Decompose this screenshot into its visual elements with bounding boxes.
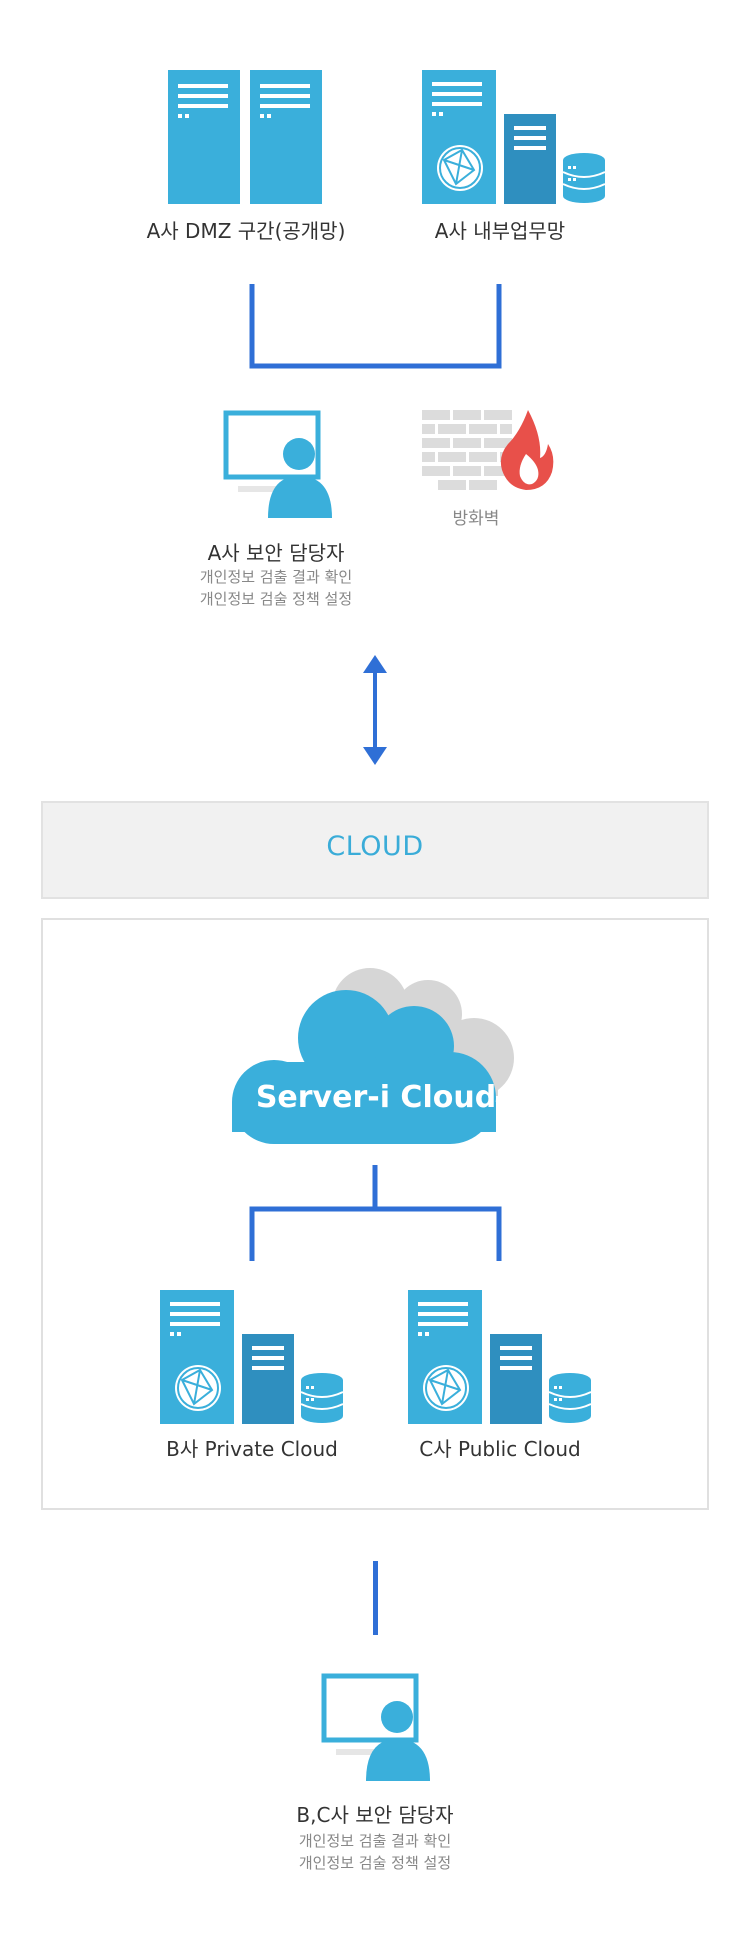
public-cloud-label: C사 Public Cloud [419,1437,581,1461]
network-connector-line [249,284,503,370]
a-admin-line1: 개인정보 검출 결과 확인 [199,568,353,586]
bc-admin-title: B,C사 보안 담당자 [296,1803,454,1827]
private-cloud-label: B사 Private Cloud [166,1437,338,1461]
bc-security-admin-icon [320,1673,440,1785]
cloud-connector-line [249,1165,503,1261]
firewall-icon [422,410,562,492]
cloud-label: Server-i Cloud [255,1080,497,1115]
bc-admin-line2: 개인정보 검술 정책 설정 [298,1854,452,1872]
dmz-server-label: A사 DMZ 구간(공개망) [146,219,346,243]
security-admin-icon [222,410,342,522]
public-cloud-server-icon [408,1290,594,1426]
bidirectional-arrow [362,655,388,765]
internal-server-icon [422,70,608,206]
bc-admin-line1: 개인정보 검출 결과 확인 [298,1832,452,1850]
firewall-label: 방화벽 [452,509,500,529]
internal-server-label: A사 내부업무망 [434,219,566,243]
dmz-server-icon [168,70,324,206]
private-cloud-server-icon [160,1290,346,1426]
cloud-section-label: CLOUD [326,831,424,862]
a-admin-line2: 개인정보 검술 정책 설정 [199,590,353,608]
cloud-icon [228,966,528,1166]
admin-connector-line [373,1561,378,1635]
a-admin-title: A사 보안 담당자 [207,541,345,565]
cloud-section-header: CLOUD [41,801,709,899]
